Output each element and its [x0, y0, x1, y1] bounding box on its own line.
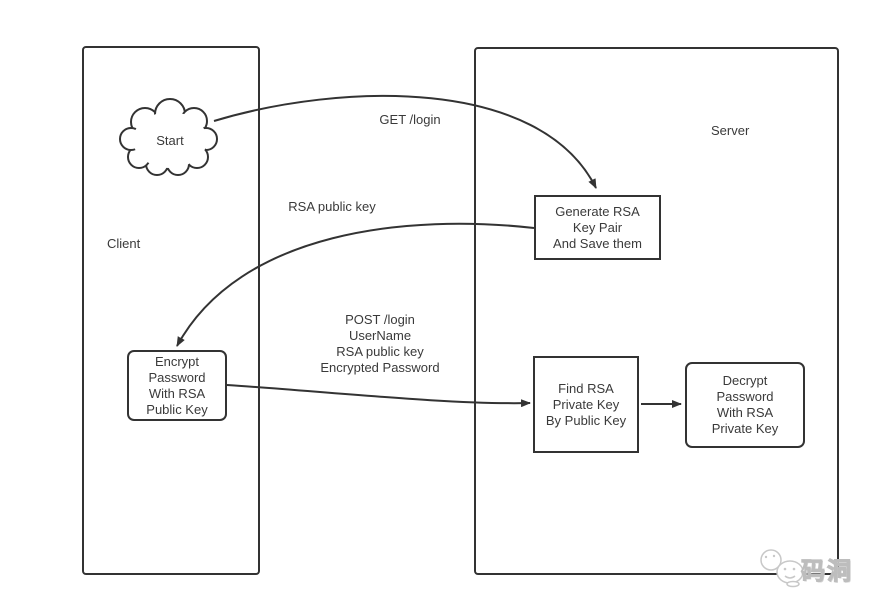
arrow-rsa-public-key — [176, 222, 535, 347]
decrypt-password-node: Decrypt Password With RSA Private Key — [685, 362, 805, 448]
edge-label-post-login: POST /login UserName RSA public key Encr… — [320, 312, 440, 375]
client-container — [82, 46, 260, 575]
start-node-label: Start — [156, 133, 184, 148]
find-private-key-node: Find RSA Private Key By Public Key — [533, 356, 639, 453]
edge-label-rsa-public-key: RSA public key — [288, 199, 376, 214]
server-container — [474, 47, 839, 575]
edge-label-get-login: GET /login — [379, 112, 441, 127]
watermark-text: 码洞 — [801, 558, 853, 586]
server-label: Server — [711, 123, 750, 138]
generate-keypair-node: Generate RSA Key Pair And Save them — [534, 195, 661, 260]
arrow-get-login — [213, 94, 597, 189]
encrypt-password-node: Encrypt Password With RSA Public Key — [127, 350, 227, 421]
client-label: Client — [107, 236, 141, 251]
arrow-post-login — [226, 384, 531, 408]
start-cloud — [119, 98, 218, 176]
